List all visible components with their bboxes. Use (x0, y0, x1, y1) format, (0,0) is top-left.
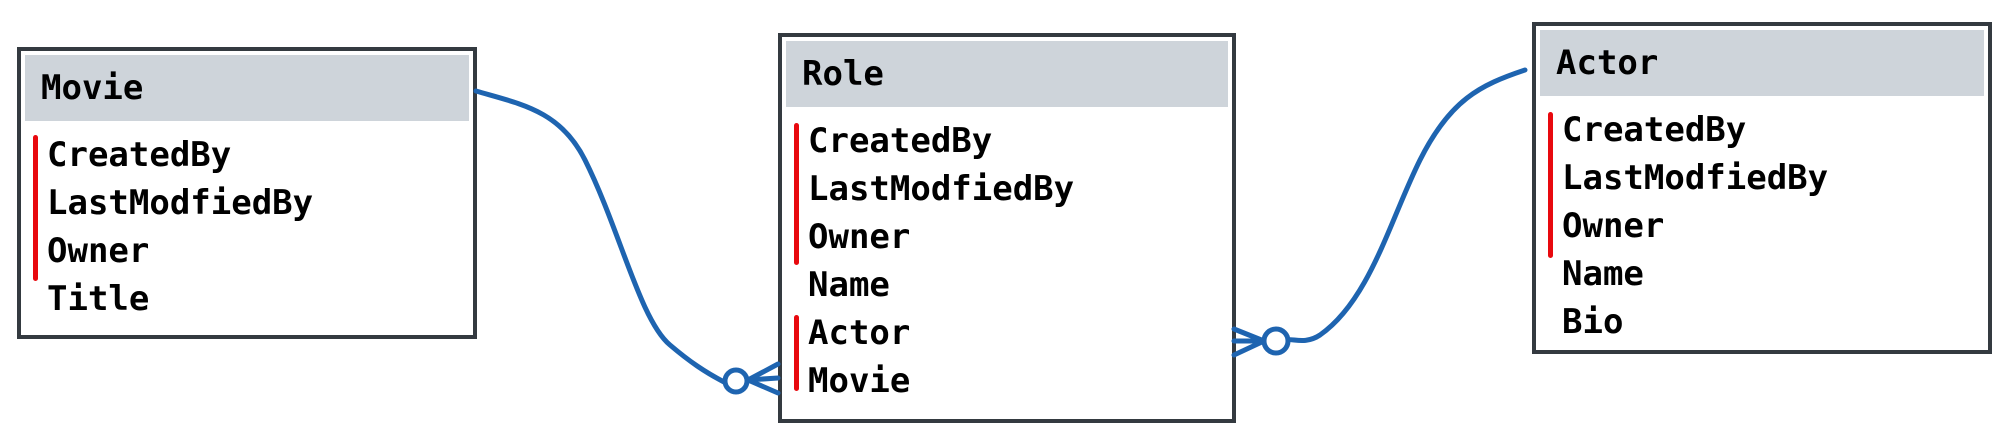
movie-role-relationship (473, 88, 781, 396)
field-title: Title (47, 279, 150, 319)
entity-role-title: Role (802, 54, 884, 94)
entity-actor-header: Actor (1540, 30, 1984, 96)
field-movie: Movie (808, 361, 911, 401)
marker-icon (1548, 112, 1553, 258)
field-owner: Owner (47, 231, 150, 271)
zero-cardinality-icon (1261, 326, 1291, 356)
crowfoot-many-icon (1231, 326, 1267, 358)
field-createdby: CreatedBy (808, 121, 993, 161)
field-actor: Actor (808, 313, 911, 353)
field-owner: Owner (808, 217, 911, 257)
marker-icon (794, 315, 799, 391)
field-owner: Owner (1562, 206, 1665, 246)
actor-role-relationship (1231, 67, 1528, 358)
entity-movie-fields: CreatedBy LastModfiedBy Owner Title (21, 121, 473, 323)
field-createdby: CreatedBy (1562, 110, 1747, 150)
entity-movie-title: Movie (41, 68, 144, 108)
entity-actor[interactable]: Actor CreatedBy LastModfiedBy Owner Name… (1532, 22, 1992, 354)
field-lastmodfiedby: LastModfiedBy (808, 169, 1075, 209)
crowfoot-many-icon (745, 361, 781, 396)
field-name: Name (1562, 254, 1644, 294)
zero-cardinality-icon (722, 367, 750, 395)
marker-icon (794, 123, 799, 265)
entity-movie-header: Movie (25, 55, 469, 121)
entity-role[interactable]: Role CreatedBy LastModfiedBy Owner Name … (778, 33, 1236, 423)
entity-movie[interactable]: Movie CreatedBy LastModfiedBy Owner Titl… (17, 47, 477, 339)
entity-actor-title: Actor (1556, 43, 1659, 83)
field-bio: Bio (1562, 302, 1624, 342)
field-lastmodfiedby: LastModfiedBy (47, 183, 314, 223)
entity-role-fields: CreatedBy LastModfiedBy Owner Name Actor… (782, 107, 1232, 405)
marker-icon (33, 135, 38, 281)
field-lastmodfiedby: LastModfiedBy (1562, 158, 1829, 198)
entity-role-header: Role (786, 41, 1228, 107)
entity-actor-fields: CreatedBy LastModfiedBy Owner Name Bio (1536, 96, 1988, 346)
field-name: Name (808, 265, 890, 305)
field-createdby: CreatedBy (47, 135, 232, 175)
